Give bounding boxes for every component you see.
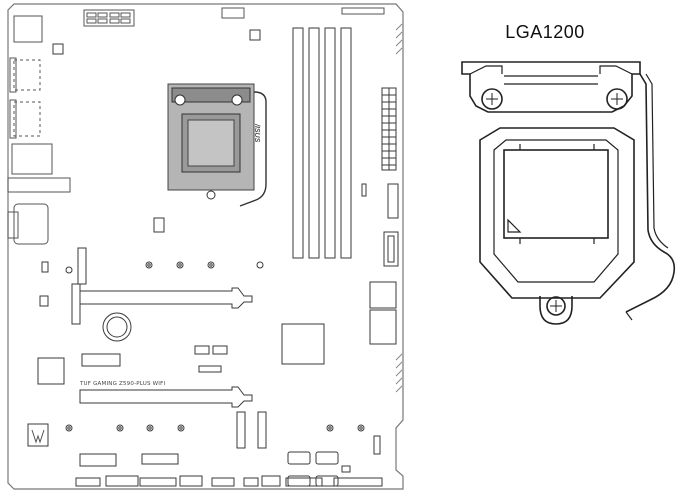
io-port	[9, 99, 17, 139]
cmos-battery	[102, 312, 132, 342]
mount-hole	[65, 266, 73, 274]
header-pins	[341, 7, 385, 15]
socket-screw-bottom	[546, 296, 566, 316]
board-model-silkscreen: TUF GAMING Z590-PLUS WIFI	[80, 381, 166, 387]
component	[39, 295, 49, 307]
component	[153, 217, 165, 233]
usb-c-header	[383, 231, 399, 267]
pcie-x16-slot-1	[71, 283, 253, 325]
socket-load-plate	[479, 127, 635, 299]
component	[41, 261, 49, 273]
component	[37, 357, 65, 385]
socket-top-frame	[171, 87, 251, 103]
cpu-power-8pin	[83, 9, 135, 27]
io-port	[13, 15, 43, 43]
usb-header	[387, 183, 399, 219]
pcie-latch	[71, 283, 81, 325]
memory-slots	[292, 27, 352, 259]
dimm-slot	[292, 27, 304, 259]
motherboard	[7, 3, 404, 490]
atx-power-connector	[361, 87, 399, 267]
jumpers	[194, 345, 228, 373]
socket-screw	[206, 190, 216, 200]
chipset	[281, 323, 325, 365]
dimm-slot	[324, 27, 336, 259]
io-port	[11, 143, 53, 175]
tuf-logo	[27, 423, 49, 447]
socket-pin-area	[187, 119, 235, 167]
socket-frame-top	[461, 61, 641, 113]
m2-slot	[257, 411, 267, 449]
component	[341, 465, 351, 473]
socket-load-lever	[239, 91, 267, 207]
brand-silkscreen: /ISUS	[253, 124, 260, 143]
io-block	[369, 281, 397, 309]
m2-slot	[77, 247, 87, 285]
board-decoration	[395, 23, 403, 393]
dimm-slot	[340, 27, 352, 259]
socket-detail-illustration	[461, 61, 676, 325]
board-outline	[7, 3, 404, 490]
cpu-power-connector	[83, 7, 385, 27]
header-pins	[361, 183, 367, 197]
socket-title: LGA1200	[505, 22, 585, 42]
tuf-logo-box	[27, 423, 49, 447]
bottom-headers	[75, 453, 383, 487]
component	[52, 43, 64, 55]
header-pins	[373, 435, 381, 455]
io-port	[7, 177, 71, 193]
dimm-slot	[308, 27, 320, 259]
mount-holes	[65, 261, 365, 432]
component	[81, 353, 121, 367]
io-port	[9, 57, 17, 93]
socket-screw-right	[606, 88, 628, 110]
audio-ports	[13, 203, 49, 245]
component	[249, 29, 261, 41]
io-port	[13, 101, 41, 137]
m2-slot	[236, 411, 246, 449]
fan-header	[221, 7, 245, 19]
pin1-indicator	[507, 218, 522, 233]
sata-ports	[287, 451, 339, 487]
io-block	[369, 309, 397, 345]
rear-io-ports	[7, 15, 71, 245]
socket-load-lever	[625, 73, 676, 313]
socket-contact-area	[503, 149, 609, 239]
pcie-x16-slot-2	[79, 386, 253, 408]
cpu-socket-board	[167, 83, 267, 207]
socket-screw-left	[481, 88, 503, 110]
io-port	[13, 59, 41, 91]
io-port	[7, 211, 19, 239]
